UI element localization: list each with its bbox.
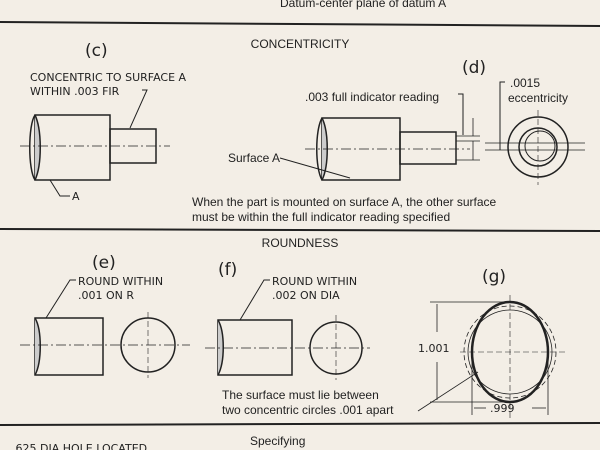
part-e-f: [20, 279, 370, 380]
concentricity-heading: CONCENTRICITY: [251, 37, 350, 51]
part-d: [279, 81, 585, 185]
fir-label: .003 full indicator reading: [305, 90, 439, 104]
caption-g-1: The surface must lie between: [222, 388, 379, 402]
part-c: [20, 89, 170, 197]
datum-a-label: A: [72, 190, 80, 203]
label-c: (c): [85, 41, 108, 61]
caption-d-1: When the part is mounted on surface A, t…: [192, 195, 496, 209]
note-f-1: ROUND WITHIN: [272, 275, 357, 288]
divider: [0, 422, 600, 426]
width-dimension: .999: [490, 402, 515, 415]
label-f: (f): [218, 260, 237, 280]
bottom-cut-text-left: .625 DIA HOLE LOCATED: [12, 442, 147, 450]
divider: [0, 21, 600, 27]
eccentricity-value: .0015: [510, 76, 540, 90]
note-e-1: ROUND WITHIN: [78, 275, 163, 288]
note-f-2: .002 ON DIA: [272, 289, 340, 302]
bottom-cut-text-right: Specifying: [250, 434, 305, 448]
note-c-1: CONCENTRIC TO SURFACE A: [30, 71, 187, 84]
roundness-heading: ROUNDNESS: [262, 236, 339, 250]
caption-d-2: must be within the full indicator readin…: [192, 210, 450, 224]
note-c-2: WITHIN .003 FIR: [30, 85, 120, 98]
caption-g-2: two concentric circles .001 apart: [222, 403, 394, 417]
height-dimension: 1.001: [418, 342, 450, 355]
eccentricity-label: eccentricity: [508, 91, 568, 105]
label-g: (g): [482, 267, 506, 287]
part-g: [417, 295, 565, 420]
surface-a-label: Surface A: [228, 151, 280, 165]
label-d: (d): [462, 58, 486, 78]
top-caption: Datum-center plane of datum A: [280, 0, 446, 10]
divider: [0, 228, 600, 232]
note-e-2: .001 ON R: [78, 289, 134, 302]
label-e: (e): [92, 253, 116, 273]
